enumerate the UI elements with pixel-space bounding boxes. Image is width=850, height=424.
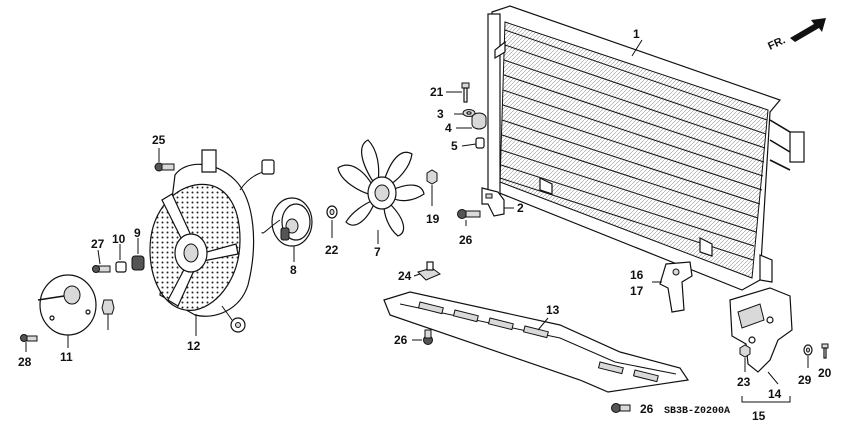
condenser-bracket (457, 187, 514, 226)
motor-mount-hardware (92, 238, 145, 273)
front-direction-arrow-icon (790, 18, 826, 42)
condenser (487, 5, 805, 291)
fan-shroud (149, 149, 275, 336)
front-direction-label: FR. (766, 34, 787, 52)
callout-24: 24 (398, 269, 412, 283)
callout-20: 20 (818, 366, 832, 380)
callout-21: 21 (430, 85, 444, 99)
callout-11: 11 (60, 350, 73, 364)
callout-26-lower: 26 (640, 402, 654, 416)
callout-25: 25 (152, 133, 166, 147)
callout-28: 28 (18, 355, 32, 369)
callouts: 1 2 3 4 5 7 8 9 10 11 12 13 14 15 16 17 … (18, 27, 832, 423)
shield-bolts (412, 329, 631, 413)
callout-26-shield: 26 (394, 333, 408, 347)
callout-1: 1 (633, 27, 640, 41)
condenser-lower-bracket (652, 261, 693, 313)
callout-10: 10 (112, 232, 126, 246)
callout-16: 16 (630, 268, 644, 282)
callout-13: 13 (546, 303, 560, 317)
callout-7: 7 (374, 245, 381, 259)
shroud-bolt (154, 148, 175, 172)
fan-motor (261, 197, 313, 262)
cooling-fan-blade (337, 139, 425, 244)
motor-cover-plate (37, 274, 97, 348)
callout-17: 17 (630, 284, 644, 298)
callout-14: 14 (768, 387, 782, 401)
callout-15: 15 (752, 409, 766, 423)
group-bracket-15 (741, 396, 791, 403)
callout-27: 27 (91, 237, 105, 251)
diagram-reference-code: SB3B-Z0200A (664, 406, 730, 417)
callout-12: 12 (187, 339, 201, 353)
callout-2: 2 (517, 201, 524, 215)
shield-clip (413, 261, 441, 281)
callout-9: 9 (134, 226, 141, 240)
bracket-fasteners (739, 343, 829, 372)
callout-23: 23 (737, 375, 751, 389)
callout-5: 5 (451, 139, 458, 153)
radiator-side-bracket (729, 287, 793, 385)
callout-8: 8 (290, 263, 297, 277)
clip-and-screw (20, 299, 115, 352)
lower-splash-shield (383, 291, 690, 393)
condenser-mount-hardware (446, 82, 487, 149)
callout-4: 4 (445, 121, 452, 135)
callout-22: 22 (325, 243, 339, 257)
callout-19: 19 (426, 212, 440, 226)
fan-nut-and-washer (326, 169, 438, 238)
callout-26-condenser: 26 (459, 233, 473, 247)
callout-3: 3 (437, 107, 444, 121)
callout-29: 29 (798, 373, 812, 387)
